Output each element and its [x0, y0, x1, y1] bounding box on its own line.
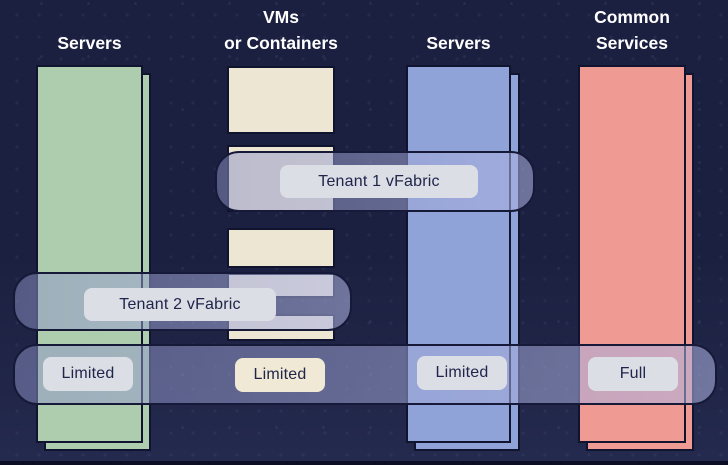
header-line: Services: [595, 33, 668, 53]
header-line: Common: [594, 7, 670, 27]
header-line: Servers: [57, 33, 122, 53]
tenant1-vfabric-band: [215, 151, 535, 212]
column-header-vms-or-containers: VMs or Containers: [207, 6, 355, 56]
vm-block-3: [227, 228, 335, 268]
access-chip-servers-left: Limited: [43, 357, 133, 391]
tenant2-vfabric-label: Tenant 2 vFabric: [84, 288, 276, 321]
column-header-servers-left: Servers: [16, 6, 163, 56]
access-chip-servers-right: Limited: [417, 356, 507, 390]
header-line: or Containers: [224, 33, 338, 53]
vm-block-1: [227, 66, 335, 134]
header-line: VMs: [263, 7, 299, 27]
column-header-common-services: Common Services: [558, 6, 706, 56]
column-header-servers-right: Servers: [386, 6, 531, 56]
tenant1-vfabric-label: Tenant 1 vFabric: [280, 165, 478, 198]
header-line: Servers: [426, 33, 491, 53]
access-chip-common-services: Full: [588, 357, 678, 391]
access-chip-vms-or-containers: Limited: [235, 358, 325, 392]
